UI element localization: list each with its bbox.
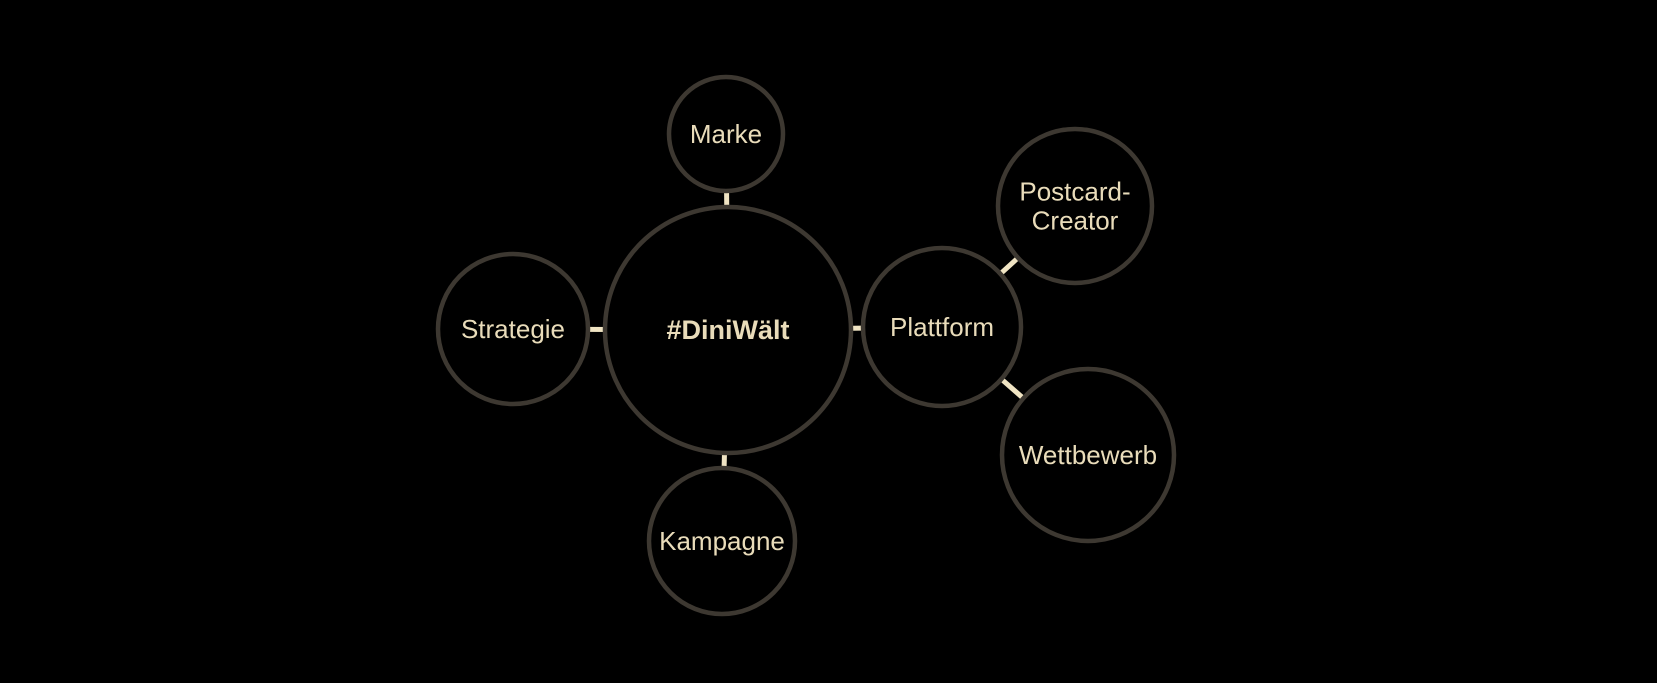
node-circle-diniwaelt[interactable]	[602, 204, 854, 456]
node-label-wettbewerb: Wettbewerb	[1019, 440, 1157, 470]
node-circle-postcard-creator[interactable]	[995, 126, 1155, 286]
node-label-diniwaelt: #DiniWält	[666, 315, 789, 345]
node-diniwaelt[interactable]: #DiniWält	[602, 204, 854, 456]
node-strategie[interactable]: Strategie	[435, 251, 591, 407]
node-circle-kampagne[interactable]	[646, 465, 798, 617]
node-wettbewerb[interactable]: Wettbewerb	[999, 366, 1177, 544]
node-plattform[interactable]: Plattform	[860, 245, 1024, 409]
node-marke[interactable]: Marke	[666, 74, 786, 194]
node-circle-wettbewerb[interactable]	[999, 366, 1177, 544]
node-label-marke: Marke	[690, 119, 762, 149]
node-circle-strategie[interactable]	[435, 251, 591, 407]
node-label-postcard-creator: Postcard-Creator	[1019, 177, 1130, 236]
node-postcard-creator[interactable]: Postcard-Creator	[995, 126, 1155, 286]
node-label-plattform: Plattform	[890, 312, 994, 342]
node-kampagne[interactable]: Kampagne	[646, 465, 798, 617]
node-circle-marke[interactable]	[666, 74, 786, 194]
node-label-strategie: Strategie	[461, 314, 565, 344]
node-label-kampagne: Kampagne	[659, 526, 785, 556]
node-circle-plattform[interactable]	[860, 245, 1024, 409]
